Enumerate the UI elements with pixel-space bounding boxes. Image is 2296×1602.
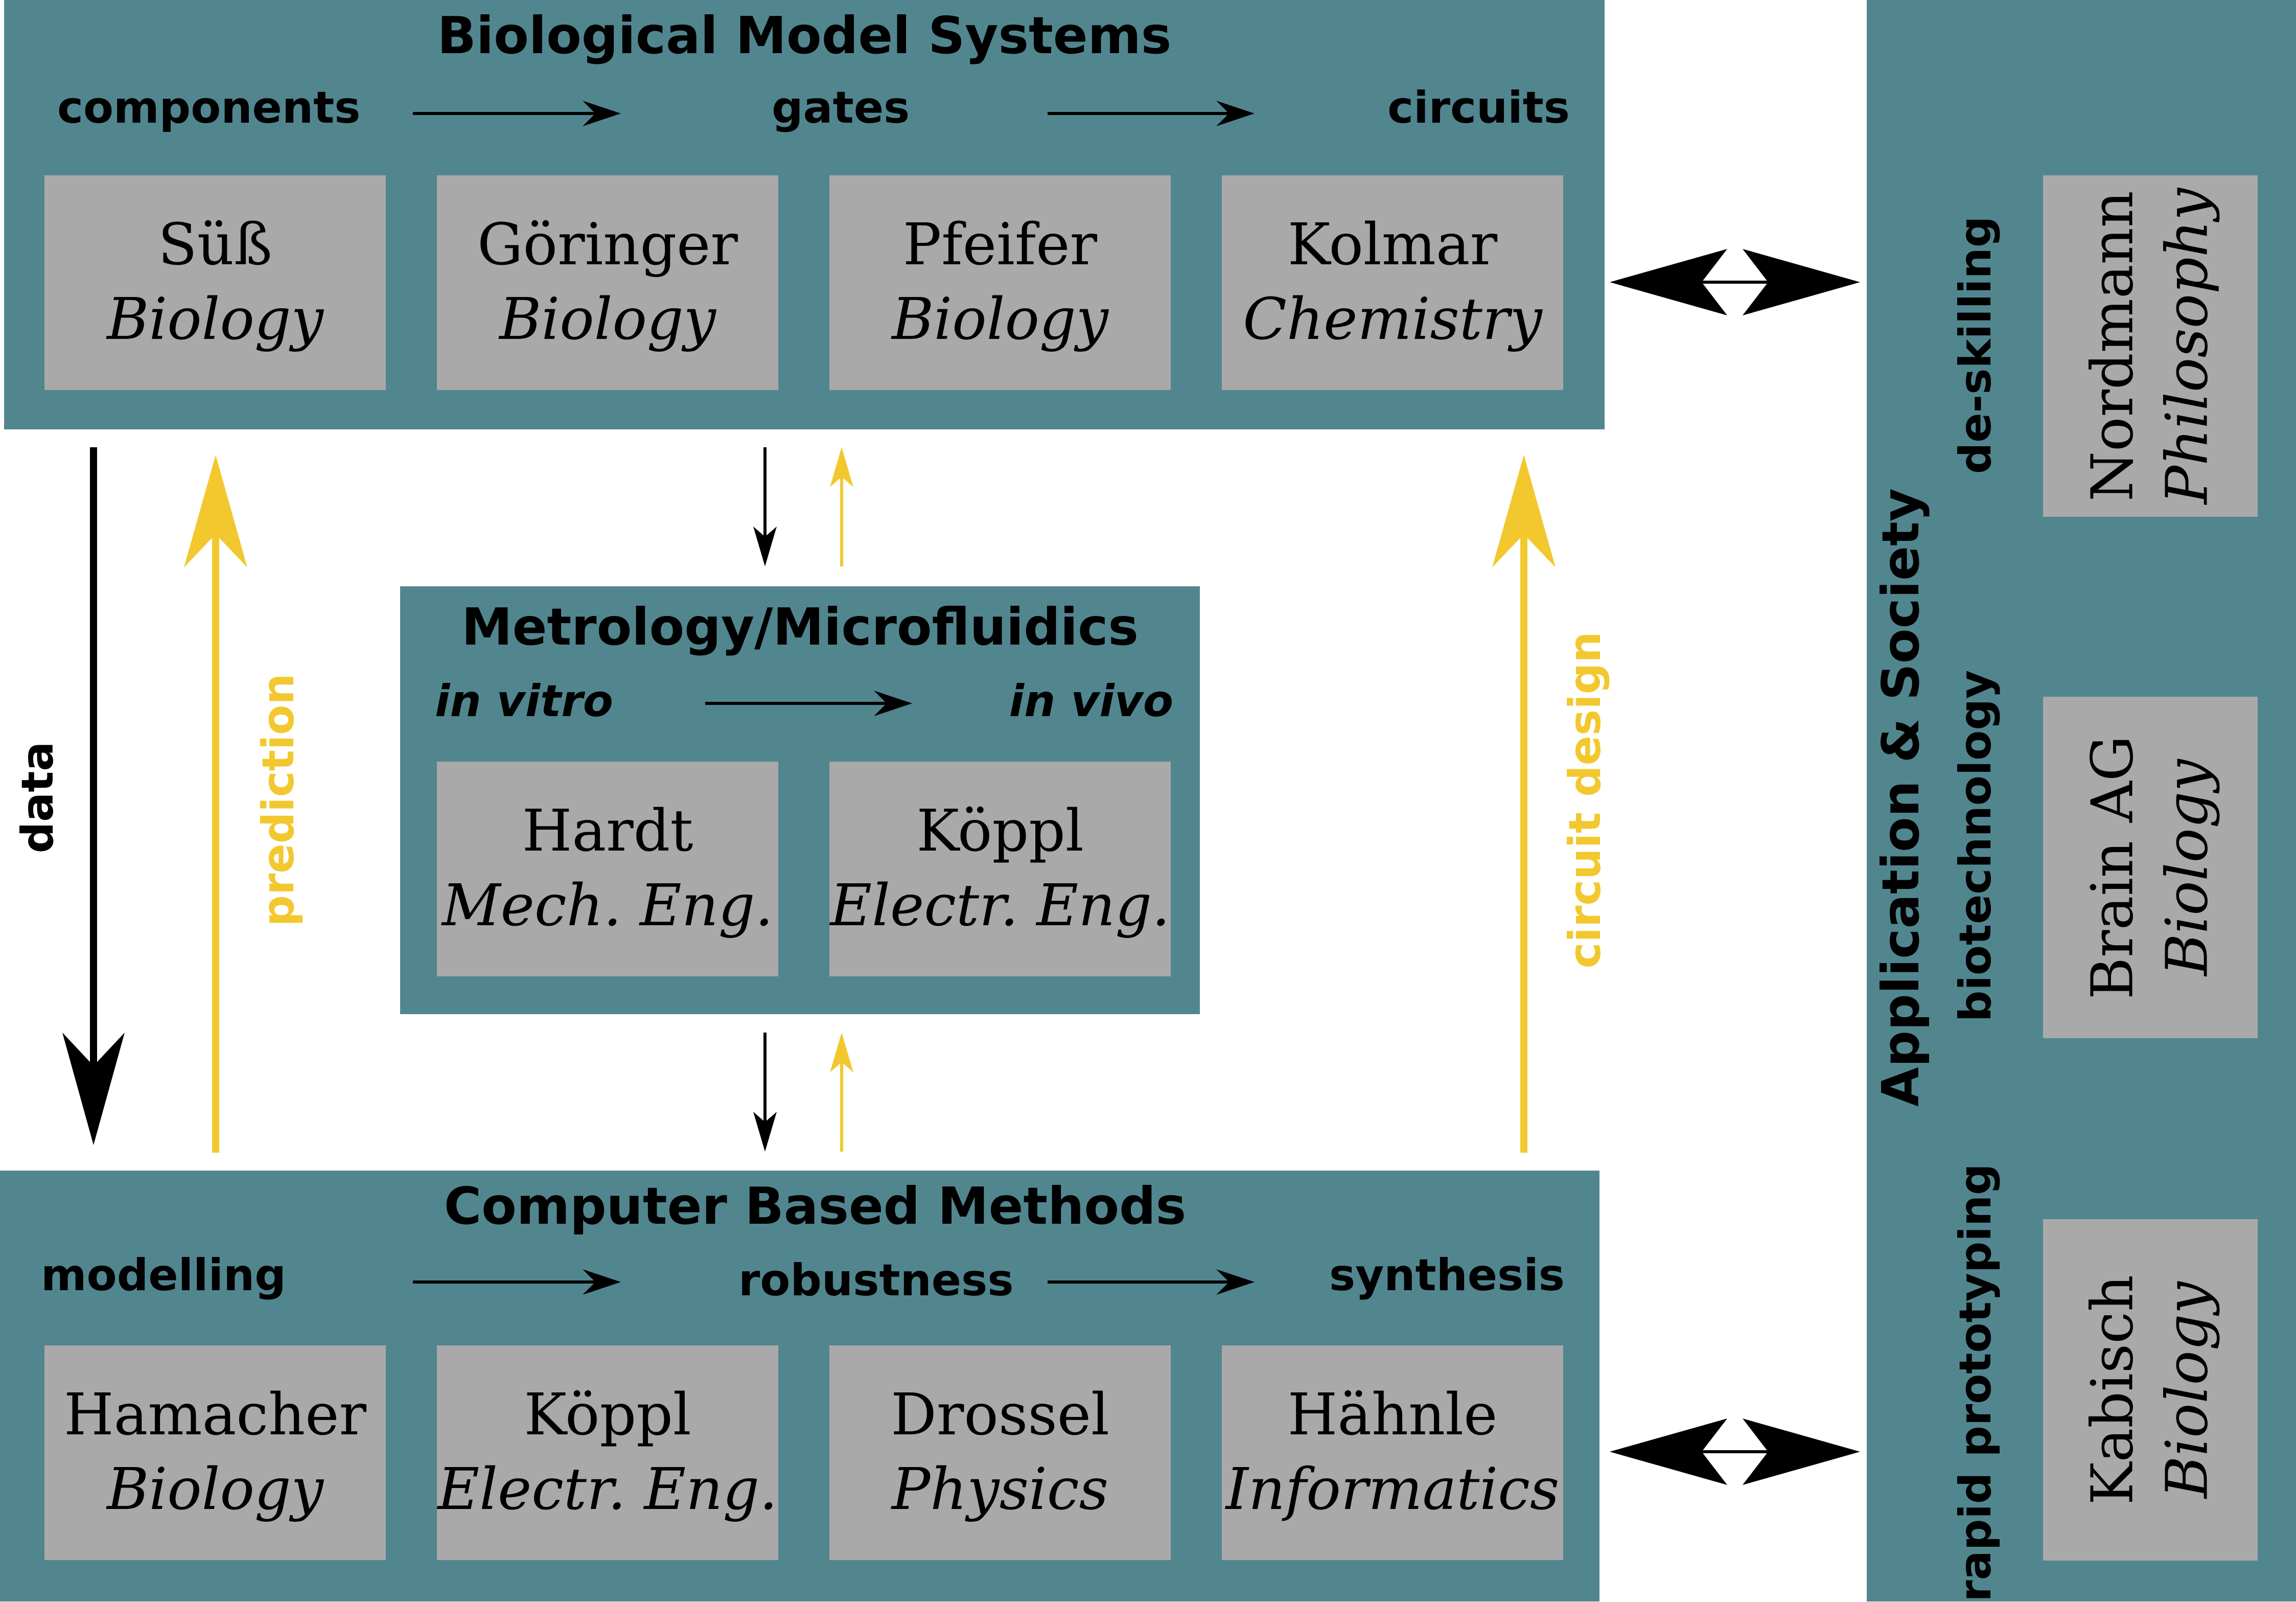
member-field: Chemistry <box>1243 286 1542 353</box>
member-name: Hähnle <box>1287 1382 1498 1449</box>
member-name: Hardt <box>522 798 693 865</box>
member-card: Kabisch Biology <box>2043 1219 2258 1561</box>
member-name: Kolmar <box>1287 212 1498 279</box>
member-field: Biology <box>107 286 323 353</box>
member-field: Biology <box>499 286 716 353</box>
member-name: Göringer <box>477 212 738 279</box>
panel-title: Computer Based Methods <box>444 1176 1187 1236</box>
member-card: Köppl Electr. Eng. <box>829 762 1171 976</box>
member-card: Kolmar Chemistry <box>1222 175 1563 390</box>
stage-arrow <box>705 691 912 716</box>
member-name: Süß <box>158 212 272 279</box>
member-card: Pfeifer Biology <box>829 175 1171 390</box>
stage-robustness: robustness <box>738 1255 1014 1306</box>
member-card: Nordmann Philosophy <box>2043 175 2258 517</box>
member-field: Biology <box>107 1456 323 1523</box>
member-card: Hähnle Informatics <box>1222 1345 1563 1560</box>
stage-synthesis: synthesis <box>1329 1250 1565 1301</box>
double-arrow <box>1610 249 1860 315</box>
member-card: Hamacher Biology <box>44 1345 386 1560</box>
metrology-microfluidics-panel: Metrology/Microfluidics in vitro in vivo… <box>400 586 1200 1014</box>
small-up-arrow <box>830 447 853 566</box>
stage-in-vitro: in vitro <box>435 676 613 727</box>
biological-model-systems-panel: Biological Model Systems components gate… <box>4 0 1605 429</box>
member-card: Köppl Electr. Eng. <box>437 1345 778 1560</box>
small-up-arrow <box>830 1033 853 1152</box>
small-down-arrow <box>753 447 777 566</box>
stage-arrow <box>1048 101 1255 126</box>
stage-arrow <box>413 101 621 126</box>
member-card: Süß Biology <box>44 175 386 390</box>
member-card: Brain AG Biology <box>2043 697 2258 1038</box>
member-name: Drossel <box>891 1382 1109 1449</box>
stage-modelling: modelling <box>41 1250 286 1301</box>
stage-gates: gates <box>772 82 910 133</box>
member-field: Electr. Eng. <box>437 1456 778 1523</box>
member-field: Electr. Eng. <box>830 873 1170 939</box>
panel-title: Biological Model Systems <box>437 6 1172 65</box>
circuit-design-arrow <box>1492 455 1556 1153</box>
small-down-arrow <box>753 1033 777 1152</box>
member-field: Mech. Eng. <box>442 873 774 939</box>
member-field: Biology <box>892 286 1108 353</box>
member-card: Hardt Mech. Eng. <box>437 762 778 976</box>
member-card: Drossel Physics <box>829 1345 1171 1560</box>
member-name: Hamacher <box>63 1382 367 1449</box>
panel-title: Metrology/Microfluidics <box>461 597 1139 657</box>
member-field: Informatics <box>1225 1456 1560 1523</box>
computer-based-methods-panel: Computer Based Methods modelling robustn… <box>0 1171 1599 1601</box>
data-arrow <box>62 447 125 1145</box>
member-name: Pfeifer <box>902 212 1098 279</box>
member-name: Köppl <box>524 1382 691 1449</box>
stage-arrow <box>413 1269 621 1295</box>
prediction-arrow <box>184 455 247 1153</box>
stage-circuits: circuits <box>1387 82 1570 133</box>
stage-components: components <box>57 82 361 133</box>
member-card: Göringer Biology <box>437 175 778 390</box>
application-society-panel: Application & Society de-skilling biotec… <box>1867 0 2296 1602</box>
stage-in-vivo: in vivo <box>1009 676 1173 727</box>
double-arrow <box>1610 1418 1860 1485</box>
member-name: Köppl <box>916 798 1084 865</box>
member-field: Physics <box>891 1456 1109 1523</box>
stage-arrow <box>1048 1269 1255 1295</box>
